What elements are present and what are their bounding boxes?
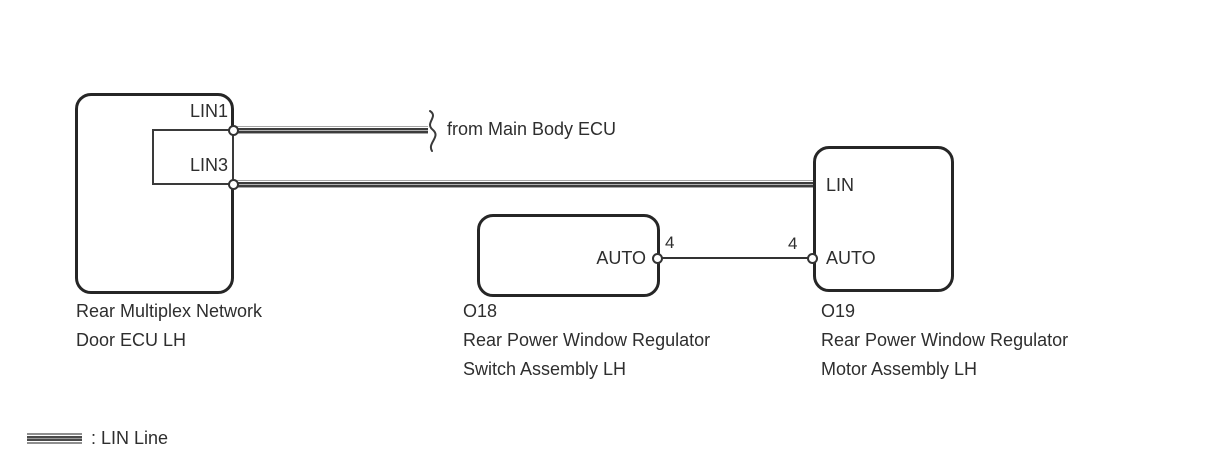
ecu-caption: Rear Multiplex Network Door ECU LH: [76, 297, 262, 355]
motor-assembly-caption-line1: Rear Power Window Regulator: [821, 330, 1069, 350]
ecu-caption-line1: Rear Multiplex Network: [76, 301, 263, 321]
switch-assembly-caption-line1: Rear Power Window Regulator: [463, 330, 711, 350]
motor-assembly-caption: O19 Rear Power Window Regulator Motor As…: [821, 297, 1068, 384]
switch-assembly-caption: O18 Rear Power Window Regulator Switch A…: [463, 297, 710, 384]
switch-pin-number: 4: [665, 233, 675, 252]
from-main-body-ecu-label: from Main Body ECU: [447, 119, 617, 139]
ecu-box: [75, 93, 234, 294]
motor-auto-pin-dot: [807, 253, 818, 264]
lin-line-symbol-icon: [27, 433, 82, 444]
motor-lin-pin-label: LIN: [826, 175, 855, 195]
lin3-pin-dot: [228, 179, 239, 190]
wire-break-squiggle-icon: [429, 110, 437, 152]
motor-assembly-code: O19: [821, 301, 856, 321]
motor-assembly-box: [813, 146, 954, 292]
legend-label: : LIN Line: [91, 428, 169, 448]
lin1-pin-label: LIN1: [189, 101, 228, 121]
switch-auto-pin-dot: [652, 253, 663, 264]
motor-pin-number: 4: [788, 234, 798, 253]
motor-assembly-caption-line2: Motor Assembly LH: [821, 359, 978, 379]
switch-assembly-box: [477, 214, 660, 297]
ecu-caption-line2: Door ECU LH: [76, 330, 187, 350]
lin3-wire: [237, 180, 814, 188]
ecu-inner-connector-rect: [152, 129, 234, 185]
switch-auto-pin-label: AUTO: [596, 248, 646, 268]
lin3-pin-label: LIN3: [189, 155, 228, 175]
legend: : LIN Line: [27, 428, 168, 449]
lin1-wire: [237, 126, 428, 134]
switch-assembly-caption-line2: Switch Assembly LH: [463, 359, 627, 379]
auto-wire: [661, 257, 810, 259]
motor-auto-pin-label: AUTO: [826, 248, 876, 268]
lin1-pin-dot: [228, 125, 239, 136]
switch-assembly-code: O18: [463, 301, 498, 321]
